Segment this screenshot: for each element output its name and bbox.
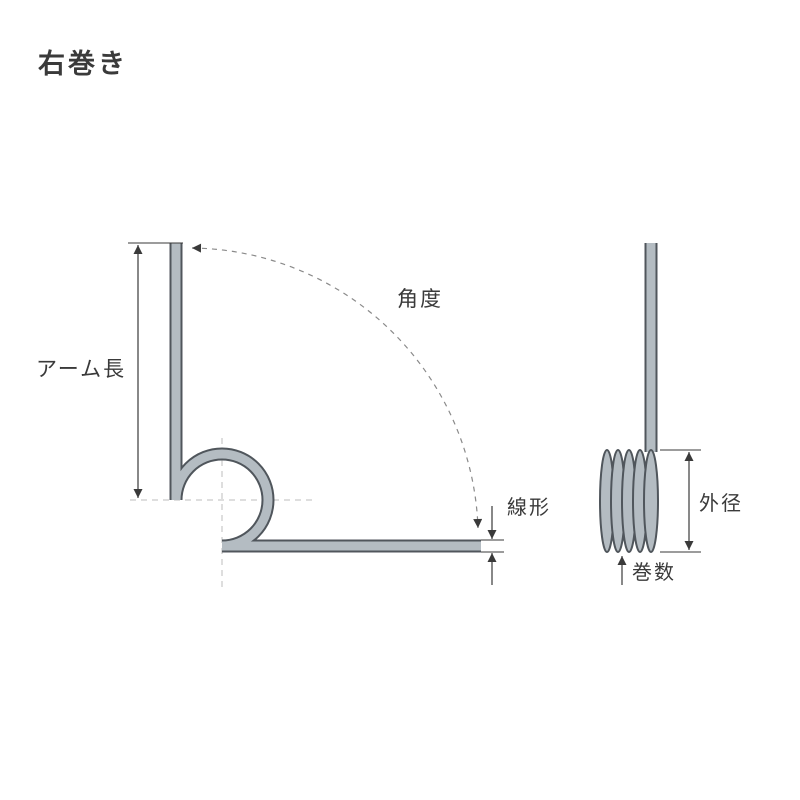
angle-arc [191,243,483,529]
spring-wire [171,243,481,551]
side-view: 外径 巻数 [599,243,743,585]
front-view: アーム長 角度 線形 [36,242,551,588]
wire-diameter-label: 線形 [507,496,551,519]
coil-count-label: 巻数 [632,561,676,584]
page-title: 右巻き [38,49,128,79]
coil-loop [643,449,659,553]
outer-diameter-label: 外径 [699,492,743,515]
angle-label: 角度 [397,288,443,311]
arm-length-label: アーム長 [36,358,126,381]
